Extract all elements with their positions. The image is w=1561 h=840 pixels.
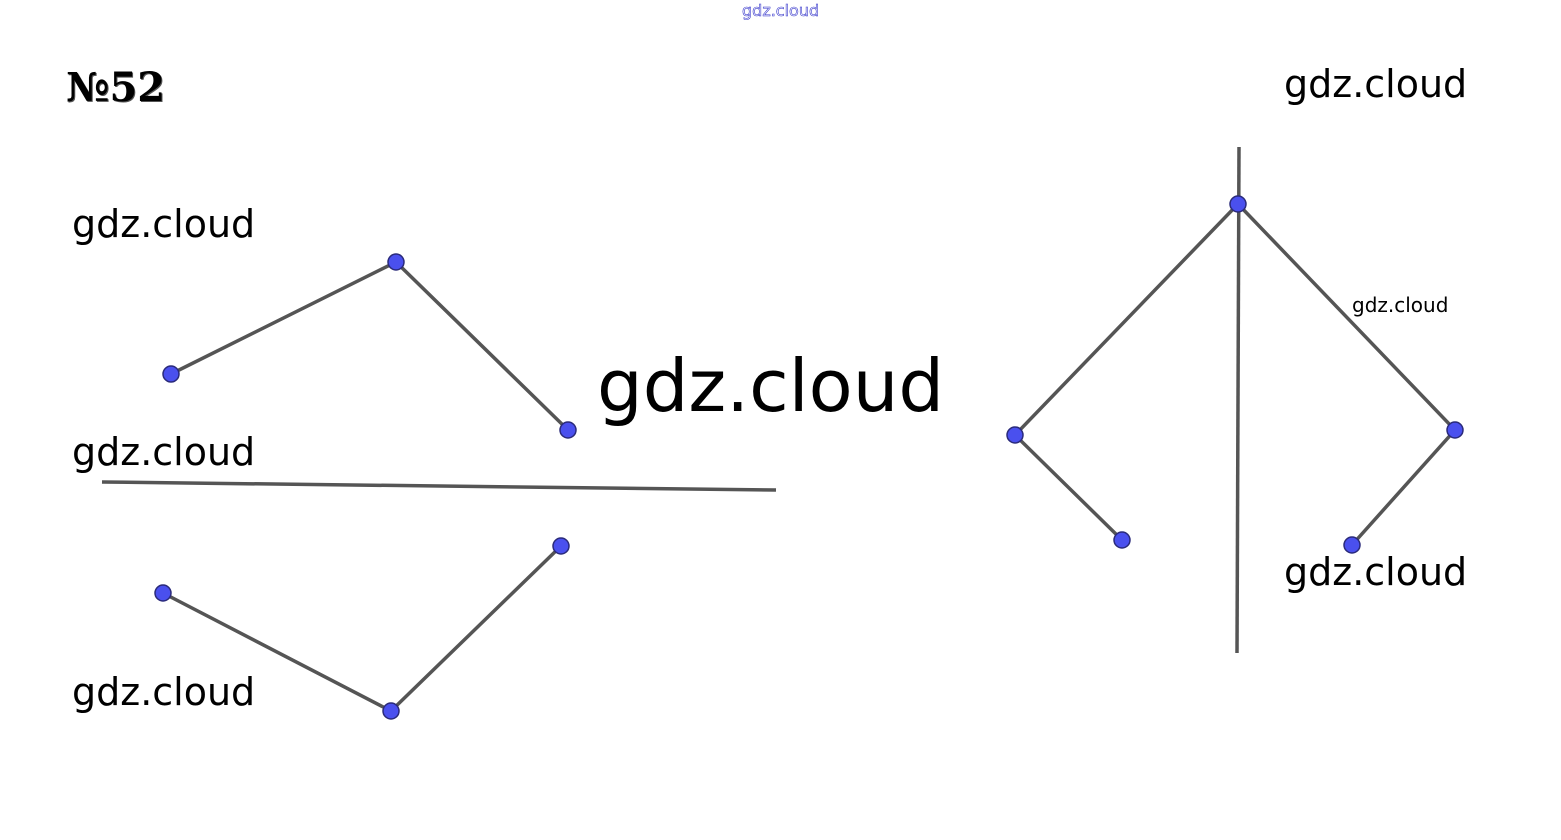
problem-number: №52 — [66, 64, 166, 111]
vertical-symmetry-axis — [1235, 146, 1241, 654]
watermark-left-middle: gdz.cloud — [72, 430, 256, 474]
watermark-right-top: gdz.cloud — [1284, 62, 1468, 106]
point — [382, 702, 400, 720]
watermark-right-bottom: gdz.cloud — [1284, 550, 1468, 594]
point — [552, 537, 570, 555]
right-figure-right-broken-line — [1236, 202, 1458, 547]
point — [559, 421, 577, 439]
horizontal-symmetry-axis — [101, 480, 777, 492]
point — [1446, 421, 1464, 439]
point — [162, 365, 180, 383]
point — [154, 584, 172, 602]
upper-broken-line — [170, 259, 570, 432]
watermark-left-lower: gdz.cloud — [72, 670, 256, 714]
watermark-left-upper: gdz.cloud — [72, 202, 256, 246]
point — [1006, 426, 1024, 444]
point — [1229, 195, 1247, 213]
point — [387, 253, 405, 271]
point — [1113, 531, 1131, 549]
right-figure-left-broken-line — [1012, 202, 1240, 542]
watermark-center: gdz.cloud — [597, 344, 945, 428]
watermark-top: gdz.cloud — [742, 1, 820, 20]
points — [154, 195, 1464, 720]
point — [1343, 536, 1361, 554]
watermark-right-small: gdz.cloud — [1352, 293, 1449, 317]
